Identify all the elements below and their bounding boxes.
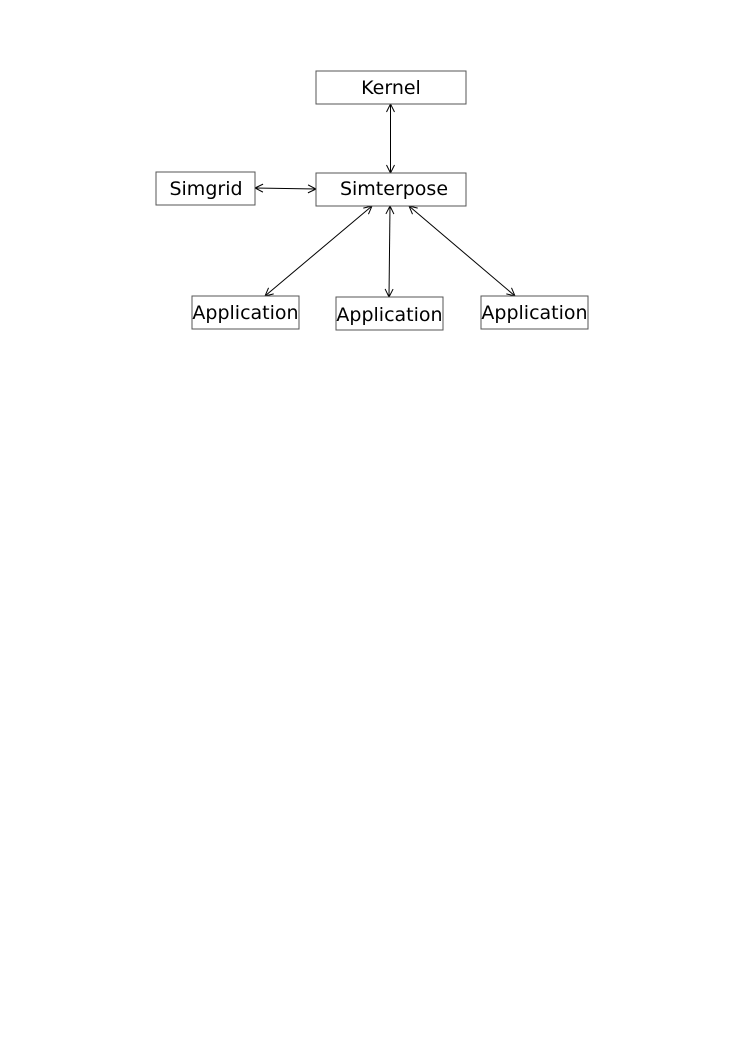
node-simgrid-label: Simgrid: [169, 178, 242, 200]
node-application-1-label: Application: [192, 302, 298, 324]
node-application-3-label: Application: [481, 302, 587, 324]
edge-simterpose-app2: [389, 206, 390, 297]
node-application-3: Application: [480, 295, 589, 330]
node-application-1: Application: [191, 295, 300, 330]
node-application-2-label: Application: [336, 304, 442, 326]
node-simgrid: Simgrid: [155, 171, 256, 206]
node-simterpose-label: Simterpose: [340, 178, 448, 200]
node-application-2: Application: [335, 296, 444, 331]
node-kernel-label: Kernel: [361, 77, 421, 99]
node-simterpose: Simterpose: [315, 172, 467, 207]
edge-simterpose-simgrid: [255, 188, 316, 189]
edge-simterpose-app1: [265, 206, 372, 296]
edges: [255, 104, 515, 297]
edge-simterpose-app3: [409, 206, 515, 296]
node-kernel: Kernel: [315, 70, 467, 105]
